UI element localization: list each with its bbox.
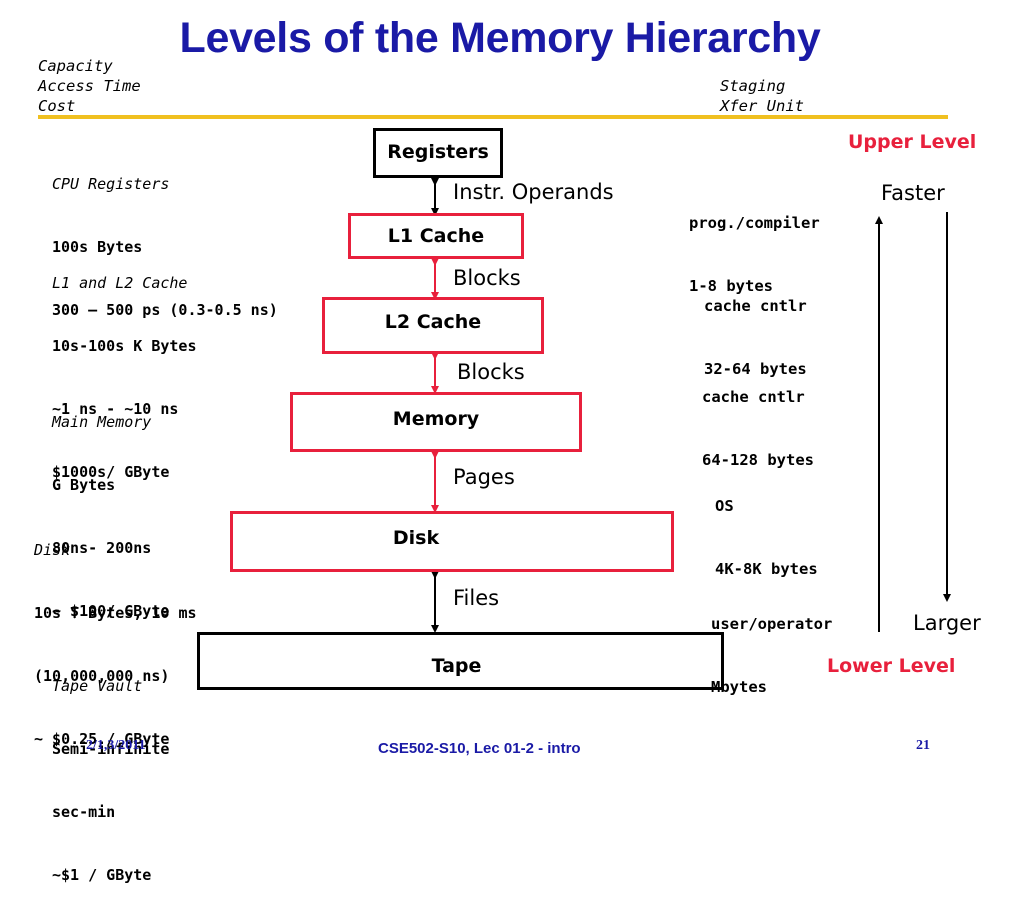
- staging-disk: user/operator Mbytes: [711, 572, 832, 719]
- spec-name: L1 and L2 Cache: [52, 274, 188, 292]
- level-memory: Memory: [290, 392, 582, 452]
- staging-size: 64-128 bytes: [702, 451, 814, 469]
- upper-level-label: Upper Level: [848, 131, 977, 153]
- spec-name: Disk: [34, 541, 71, 559]
- staging-by: user/operator: [711, 615, 833, 633]
- staging-by: OS: [715, 497, 734, 515]
- slide-title: Levels of the Memory Hierarchy: [179, 14, 821, 62]
- staging-l2: cache cntlr 64-128 bytes: [702, 345, 814, 492]
- header-rule: [38, 115, 948, 119]
- spec-line: Semi-infinite: [52, 740, 170, 758]
- transfer-unit: Files: [453, 586, 500, 610]
- header-right: Staging Xfer Unit: [720, 76, 804, 116]
- header-access-time: Access Time: [38, 77, 141, 95]
- transfer-unit: Blocks: [453, 266, 521, 290]
- level-label: Memory: [392, 408, 480, 430]
- spec-line: (10,000,000 ns): [34, 667, 170, 685]
- transfer-unit: Pages: [453, 465, 515, 489]
- larger-label: Larger: [913, 611, 981, 635]
- staging-size: Mbytes: [711, 678, 767, 696]
- footer-date: 2/1,3/2011: [86, 738, 146, 753]
- staging-size: 1-8 bytes: [689, 277, 773, 295]
- spec-line: 80ns- 200ns: [52, 539, 152, 557]
- staging-size: 4K-8K bytes: [715, 560, 818, 578]
- spec-disk: Disk 10s T Bytes, 10 ms (10,000,000 ns) …: [34, 498, 197, 771]
- spec-main-memory: Main Memory G Bytes 80ns- 200ns ~ $100/ …: [52, 370, 169, 643]
- spec-cache: L1 and L2 Cache 10s-100s K Bytes ~1 ns -…: [52, 231, 197, 504]
- staging-memory: OS 4K-8K bytes: [715, 454, 818, 601]
- level-label: Tape: [431, 655, 482, 677]
- spec-line: ~$1 / GByte: [52, 866, 152, 884]
- spec-line: $1000s/ GByte: [52, 463, 170, 481]
- transfer-unit: Instr. Operands: [453, 180, 614, 204]
- level-registers: Registers: [373, 128, 503, 178]
- staging-registers: prog./compiler 1-8 bytes: [689, 171, 820, 318]
- spec-line: sec-min: [52, 803, 116, 821]
- spec-line: ~ $0.25 / GByte: [34, 730, 170, 748]
- spec-name: Tape Vault: [52, 677, 143, 695]
- arrows-layer: [431, 178, 951, 633]
- spec-line: 10s T Bytes, 10 ms: [34, 604, 197, 622]
- spec-line: ~ $100/ GByte: [52, 602, 170, 620]
- spec-line: 300 – 500 ps (0.3-0.5 ns): [52, 301, 278, 319]
- level-disk: Disk: [230, 511, 674, 572]
- footer-page-number: 21: [916, 738, 930, 753]
- header-capacity: Capacity: [38, 57, 113, 75]
- level-label: Disk: [392, 527, 440, 549]
- level-label: Registers: [387, 141, 489, 163]
- spec-registers: CPU Registers 100s Bytes 300 – 500 ps (0…: [52, 132, 278, 342]
- spec-line: 100s Bytes: [52, 238, 143, 256]
- staging-l1: cache cntlr 32-64 bytes: [704, 254, 807, 401]
- faster-label: Faster: [881, 181, 945, 205]
- header-staging: Staging: [720, 77, 786, 95]
- header-xfer-unit: Xfer Unit: [720, 97, 804, 115]
- spec-line: ~1 ns - ~10 ns: [52, 400, 179, 418]
- footer-course: CSE502-S10, Lec 01-2 - intro: [378, 740, 581, 757]
- header-cost: Cost: [38, 97, 76, 115]
- level-l2-cache: L2 Cache: [322, 297, 544, 354]
- staging-by: cache cntlr: [704, 297, 807, 315]
- staging-by: cache cntlr: [702, 388, 805, 406]
- staging-by: prog./compiler: [689, 214, 820, 232]
- spec-line: 10s-100s K Bytes: [52, 337, 197, 355]
- level-tape: Tape: [197, 632, 724, 690]
- level-label: L2 Cache: [384, 311, 482, 333]
- spec-line: G Bytes: [52, 476, 116, 494]
- spec-name: Main Memory: [52, 413, 152, 431]
- transfer-unit: Blocks: [457, 360, 525, 384]
- header-left: Capacity Access Time Cost: [38, 56, 141, 116]
- staging-size: 32-64 bytes: [704, 360, 807, 378]
- spec-name: CPU Registers: [52, 175, 170, 193]
- level-label: L1 Cache: [387, 225, 485, 247]
- lower-level-label: Lower Level: [827, 655, 956, 677]
- level-l1-cache: L1 Cache: [348, 213, 524, 259]
